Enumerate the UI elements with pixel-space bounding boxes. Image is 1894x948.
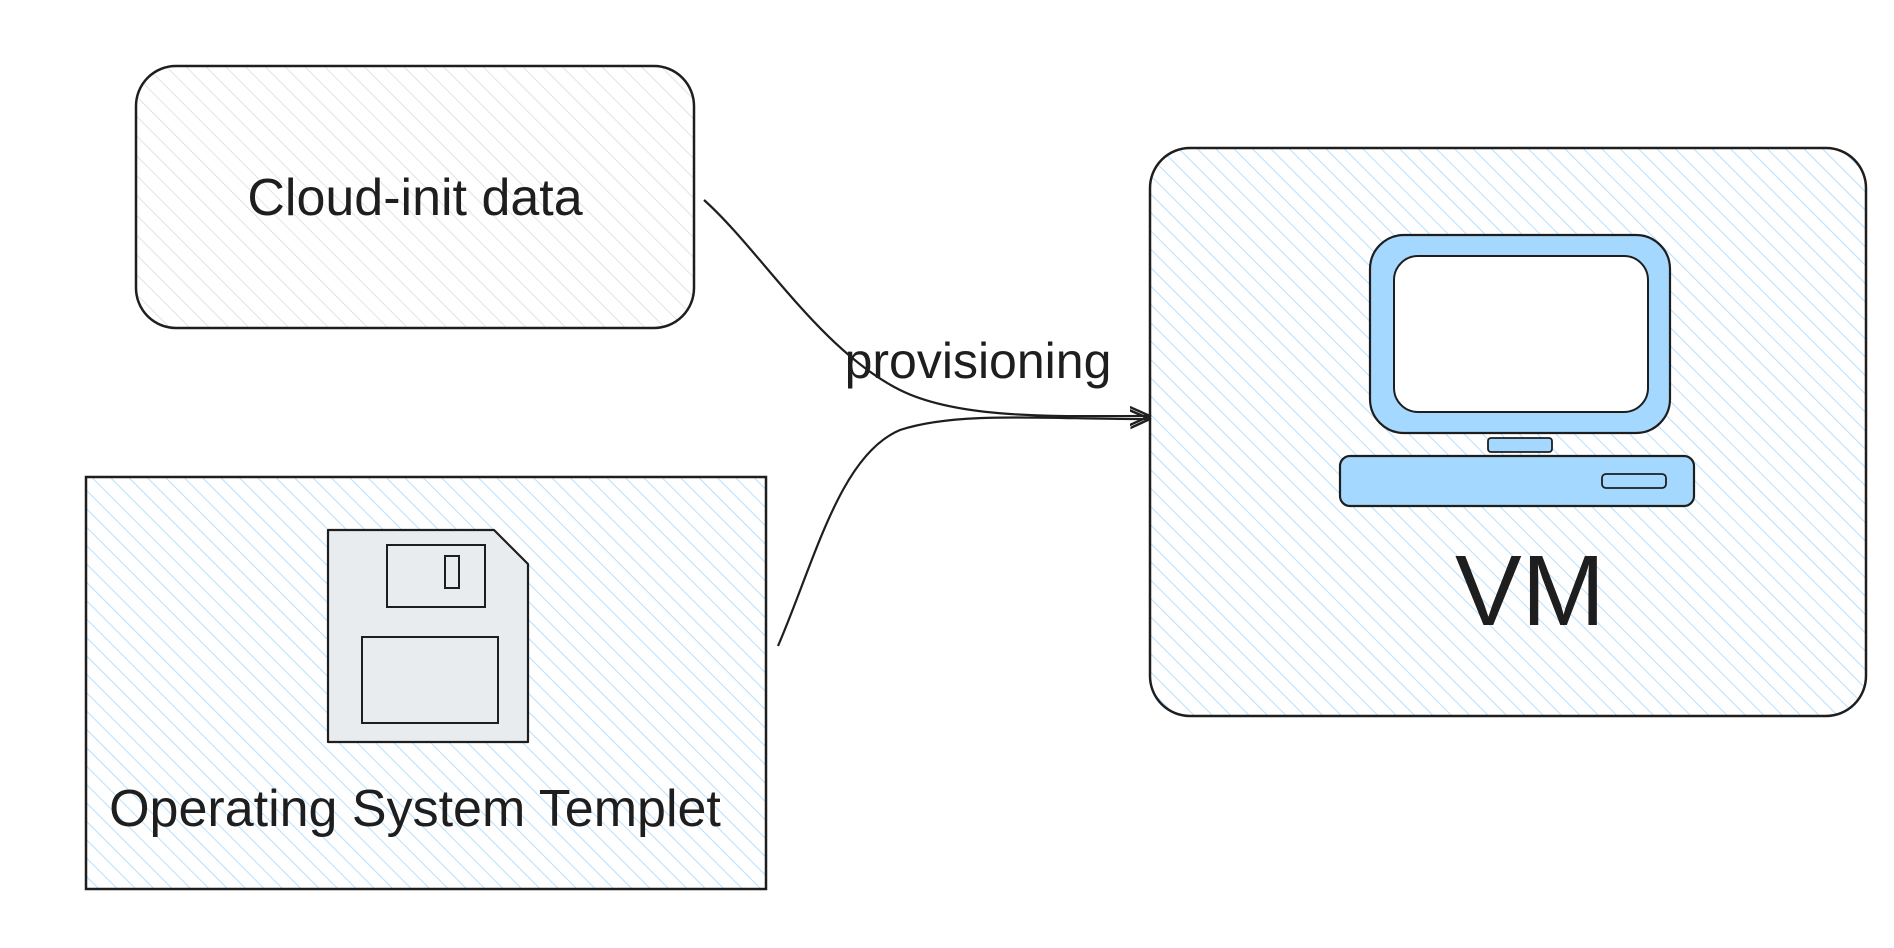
vm-node[interactable]: VM: [1148, 146, 1868, 718]
floppy-disk-icon: [326, 528, 530, 744]
computer-monitor-icon: [1338, 233, 1696, 508]
edge-os-template-to-vm[interactable]: [776, 417, 1150, 647]
edge-label-provisioning: provisioning: [845, 333, 1112, 389]
vm-label: VM: [1455, 535, 1605, 647]
os-template-label: Operating System Templet: [109, 780, 721, 838]
os-template-node[interactable]: Operating System Templet: [84, 475, 768, 891]
cloud-init-node[interactable]: Cloud-init data: [134, 64, 696, 330]
cloud-init-label: Cloud-init data: [247, 169, 582, 227]
edge-cloud-init-to-vm[interactable]: [703, 199, 1150, 416]
